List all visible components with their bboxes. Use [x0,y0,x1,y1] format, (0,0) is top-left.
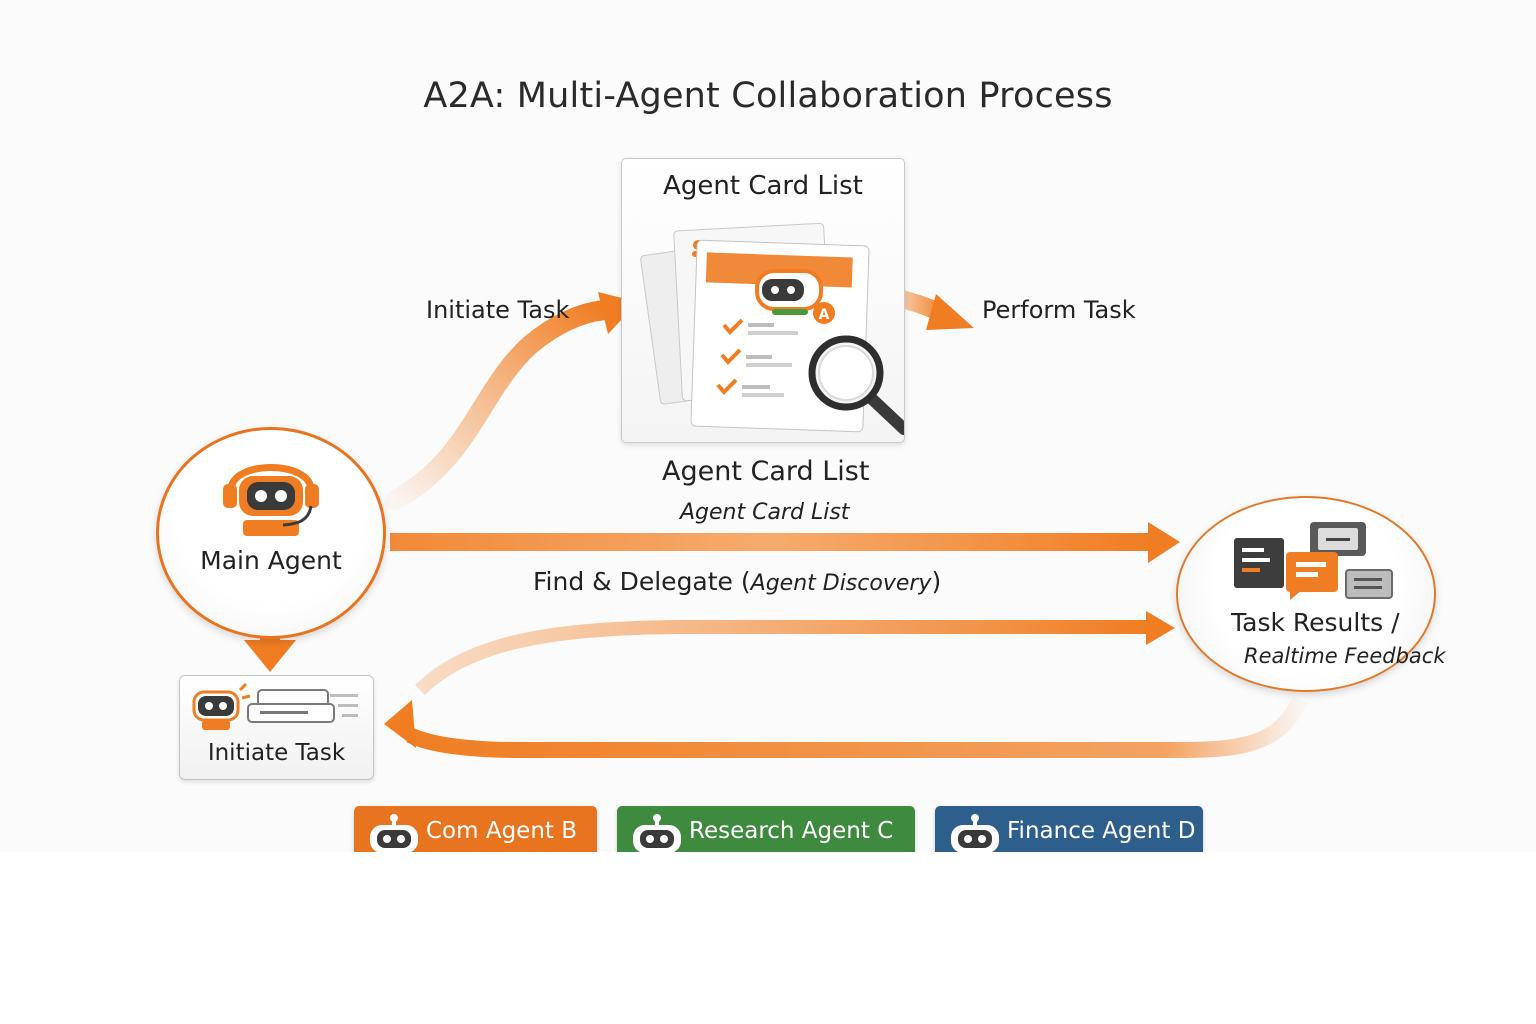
main-agent-node[interactable]: Main Agent [156,427,386,639]
task-results-node[interactable]: Task Results / Realtime Feedback [1176,496,1446,692]
agent-badge-research[interactable]: Research Agent C [617,806,915,852]
return-arrow [384,696,1308,758]
card-panel-title: Agent Card List [663,171,863,201]
robot-icon [370,814,418,852]
perform-task-label: Perform Task [982,296,1136,324]
find-delegate-text: Find & Delegate ( [533,567,751,596]
magnifier-icon [808,335,904,435]
agent-badge-com[interactable]: Com Agent B [354,806,597,852]
task-results-label: Task Results / [1231,608,1400,637]
initiate-task-box-label: Initiate Task [207,740,346,766]
find-delegate-close: ) [931,567,942,596]
agent-badge-label: Com Agent B [426,818,578,844]
main-agent-label: Main Agent [200,546,342,575]
agent-card-list-panel[interactable]: Agent Card List A [621,158,905,443]
agent-card-list-label: Agent Card List [662,456,870,487]
initiate-task-box[interactable]: Initiate Task [179,675,374,780]
agent-badge-label: Finance Agent D [1007,818,1196,844]
robot-icon [755,269,823,315]
robot-icon [633,814,681,852]
realtime-feedback-label: Realtime Feedback [1244,644,1446,668]
robot-message-icon [192,682,358,730]
robot-icon [951,814,999,852]
initiate-task-label: Initiate Task [426,296,570,324]
find-delegate-label: Find & Delegate (Agent Discovery) [533,567,941,596]
agent-badge-label: Research Agent C [689,818,894,844]
page-title: A2A: Multi-Agent Collaboration Process [423,76,1113,116]
agent-card-list-italic-label: Agent Card List [680,500,850,525]
checklist-icon [716,318,798,397]
card-badge-letter: A [819,307,830,323]
headset-robot-icon [223,464,319,536]
chat-bubbles-icon [1234,522,1393,600]
find-delegate-arrow [390,522,1180,563]
agent-card-stack-icon: A [640,222,904,435]
agent-badge-finance[interactable]: Finance Agent D [935,806,1203,852]
agent-discovery-text: Agent Discovery [750,571,932,596]
diagram-stage: A2A: Multi-Agent Collaboration Process A… [156,76,1446,852]
feedback-arrow [415,611,1175,696]
